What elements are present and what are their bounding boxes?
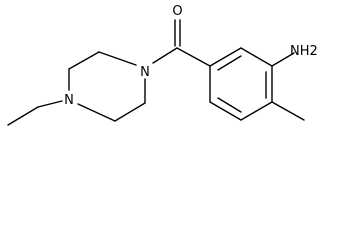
- bond-ring-methyl: [271, 101, 305, 121]
- bond-benzene-inner-3: [217, 97, 242, 113]
- atom-label-amine: NH2: [290, 44, 318, 59]
- bond-n-carbonyl-carbon: [152, 47, 178, 64]
- bond-ethyl-ch3-ch2: [7, 106, 39, 126]
- bond-ethyl-ch2-n: [37, 100, 63, 108]
- bond-ring-left-upper: [68, 51, 100, 70]
- bond-carbonyl-ring: [176, 47, 211, 67]
- bond-ring-amine: [271, 52, 295, 67]
- atom-label-nitrogen-amide: N: [140, 65, 150, 80]
- molecule-structure: O N N NH2: [7, 4, 318, 126]
- bond-benzene-inner-1: [217, 55, 242, 71]
- bond-benzene-4: [240, 101, 273, 121]
- bond-ring-upper-n: [98, 51, 137, 66]
- bond-benzene-5: [209, 101, 242, 121]
- bond-benzene-2: [240, 47, 273, 67]
- bond-ring-lower-n: [77, 103, 116, 122]
- bond-ring-lower-right: [114, 102, 146, 122]
- atom-label-oxygen: O: [172, 4, 182, 19]
- bond-benzene-1: [209, 47, 242, 67]
- atom-label-nitrogen-ethyl: N: [64, 93, 74, 108]
